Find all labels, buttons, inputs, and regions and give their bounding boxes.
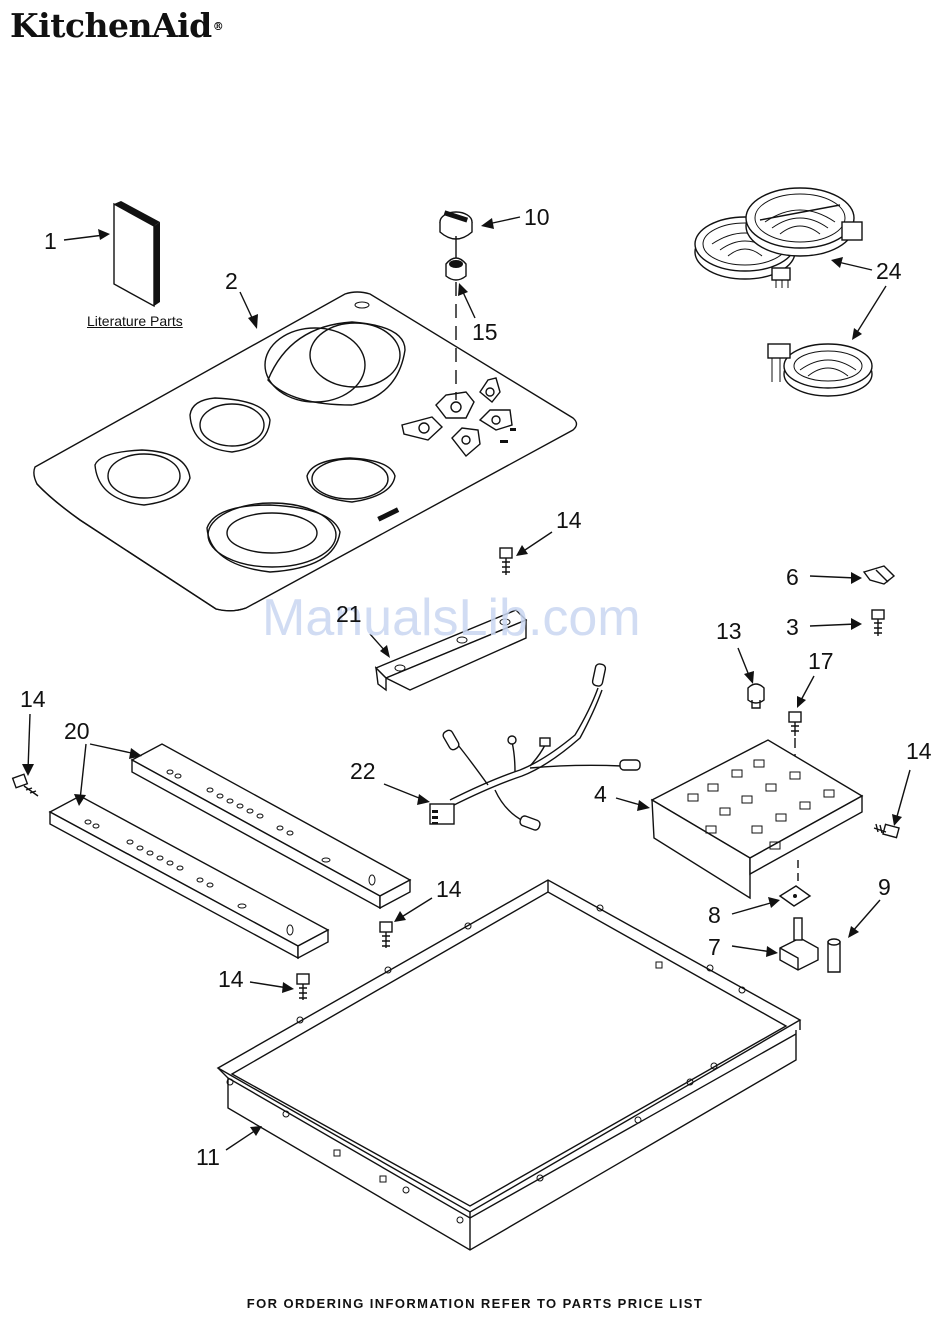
callout-22: 22 (350, 760, 376, 783)
callout-17: 17 (808, 650, 834, 673)
callout-15: 15 (472, 321, 498, 344)
callout-13: 13 (716, 620, 742, 643)
callout-3: 3 (786, 616, 799, 639)
callout-6: 6 (786, 566, 799, 589)
screw-part (874, 824, 899, 838)
callout-14-left: 14 (20, 688, 46, 711)
screw-part (500, 548, 512, 575)
callout-14-right: 14 (906, 740, 932, 763)
callout-4: 4 (594, 783, 607, 806)
pin-part (828, 939, 840, 972)
callout-24: 24 (876, 260, 902, 283)
foot-part (748, 684, 764, 708)
callout-9: 9 (878, 876, 891, 899)
callout-10: 10 (524, 206, 550, 229)
surface-elements-part (695, 188, 872, 396)
screw-part (13, 774, 38, 796)
callout-11: 11 (196, 1146, 220, 1169)
screw-part (297, 974, 309, 1000)
callout-7: 7 (708, 936, 721, 959)
ordering-info-footer: FOR ORDERING INFORMATION REFER TO PARTS … (0, 1296, 950, 1311)
wiring-harness-part (430, 663, 640, 831)
clip-part (864, 566, 894, 584)
mount-plate-part (780, 860, 810, 906)
callout-21: 21 (336, 603, 362, 626)
callout-20: 20 (64, 720, 90, 743)
callout-14-top: 14 (556, 509, 582, 532)
callout-14-bottom: 14 (218, 968, 244, 991)
callout-2: 2 (225, 270, 238, 293)
literature-booklet-part (114, 201, 160, 306)
control-housing-part (652, 740, 862, 898)
callout-1: 1 (44, 230, 57, 253)
callout-8: 8 (708, 904, 721, 927)
callout-14-middle: 14 (436, 878, 462, 901)
watermark: ManualsLib.com (262, 588, 641, 648)
screw-part (380, 922, 392, 948)
literature-parts-label: Literature Parts (87, 313, 183, 329)
switch-part (780, 918, 818, 970)
screw-part (872, 610, 884, 636)
